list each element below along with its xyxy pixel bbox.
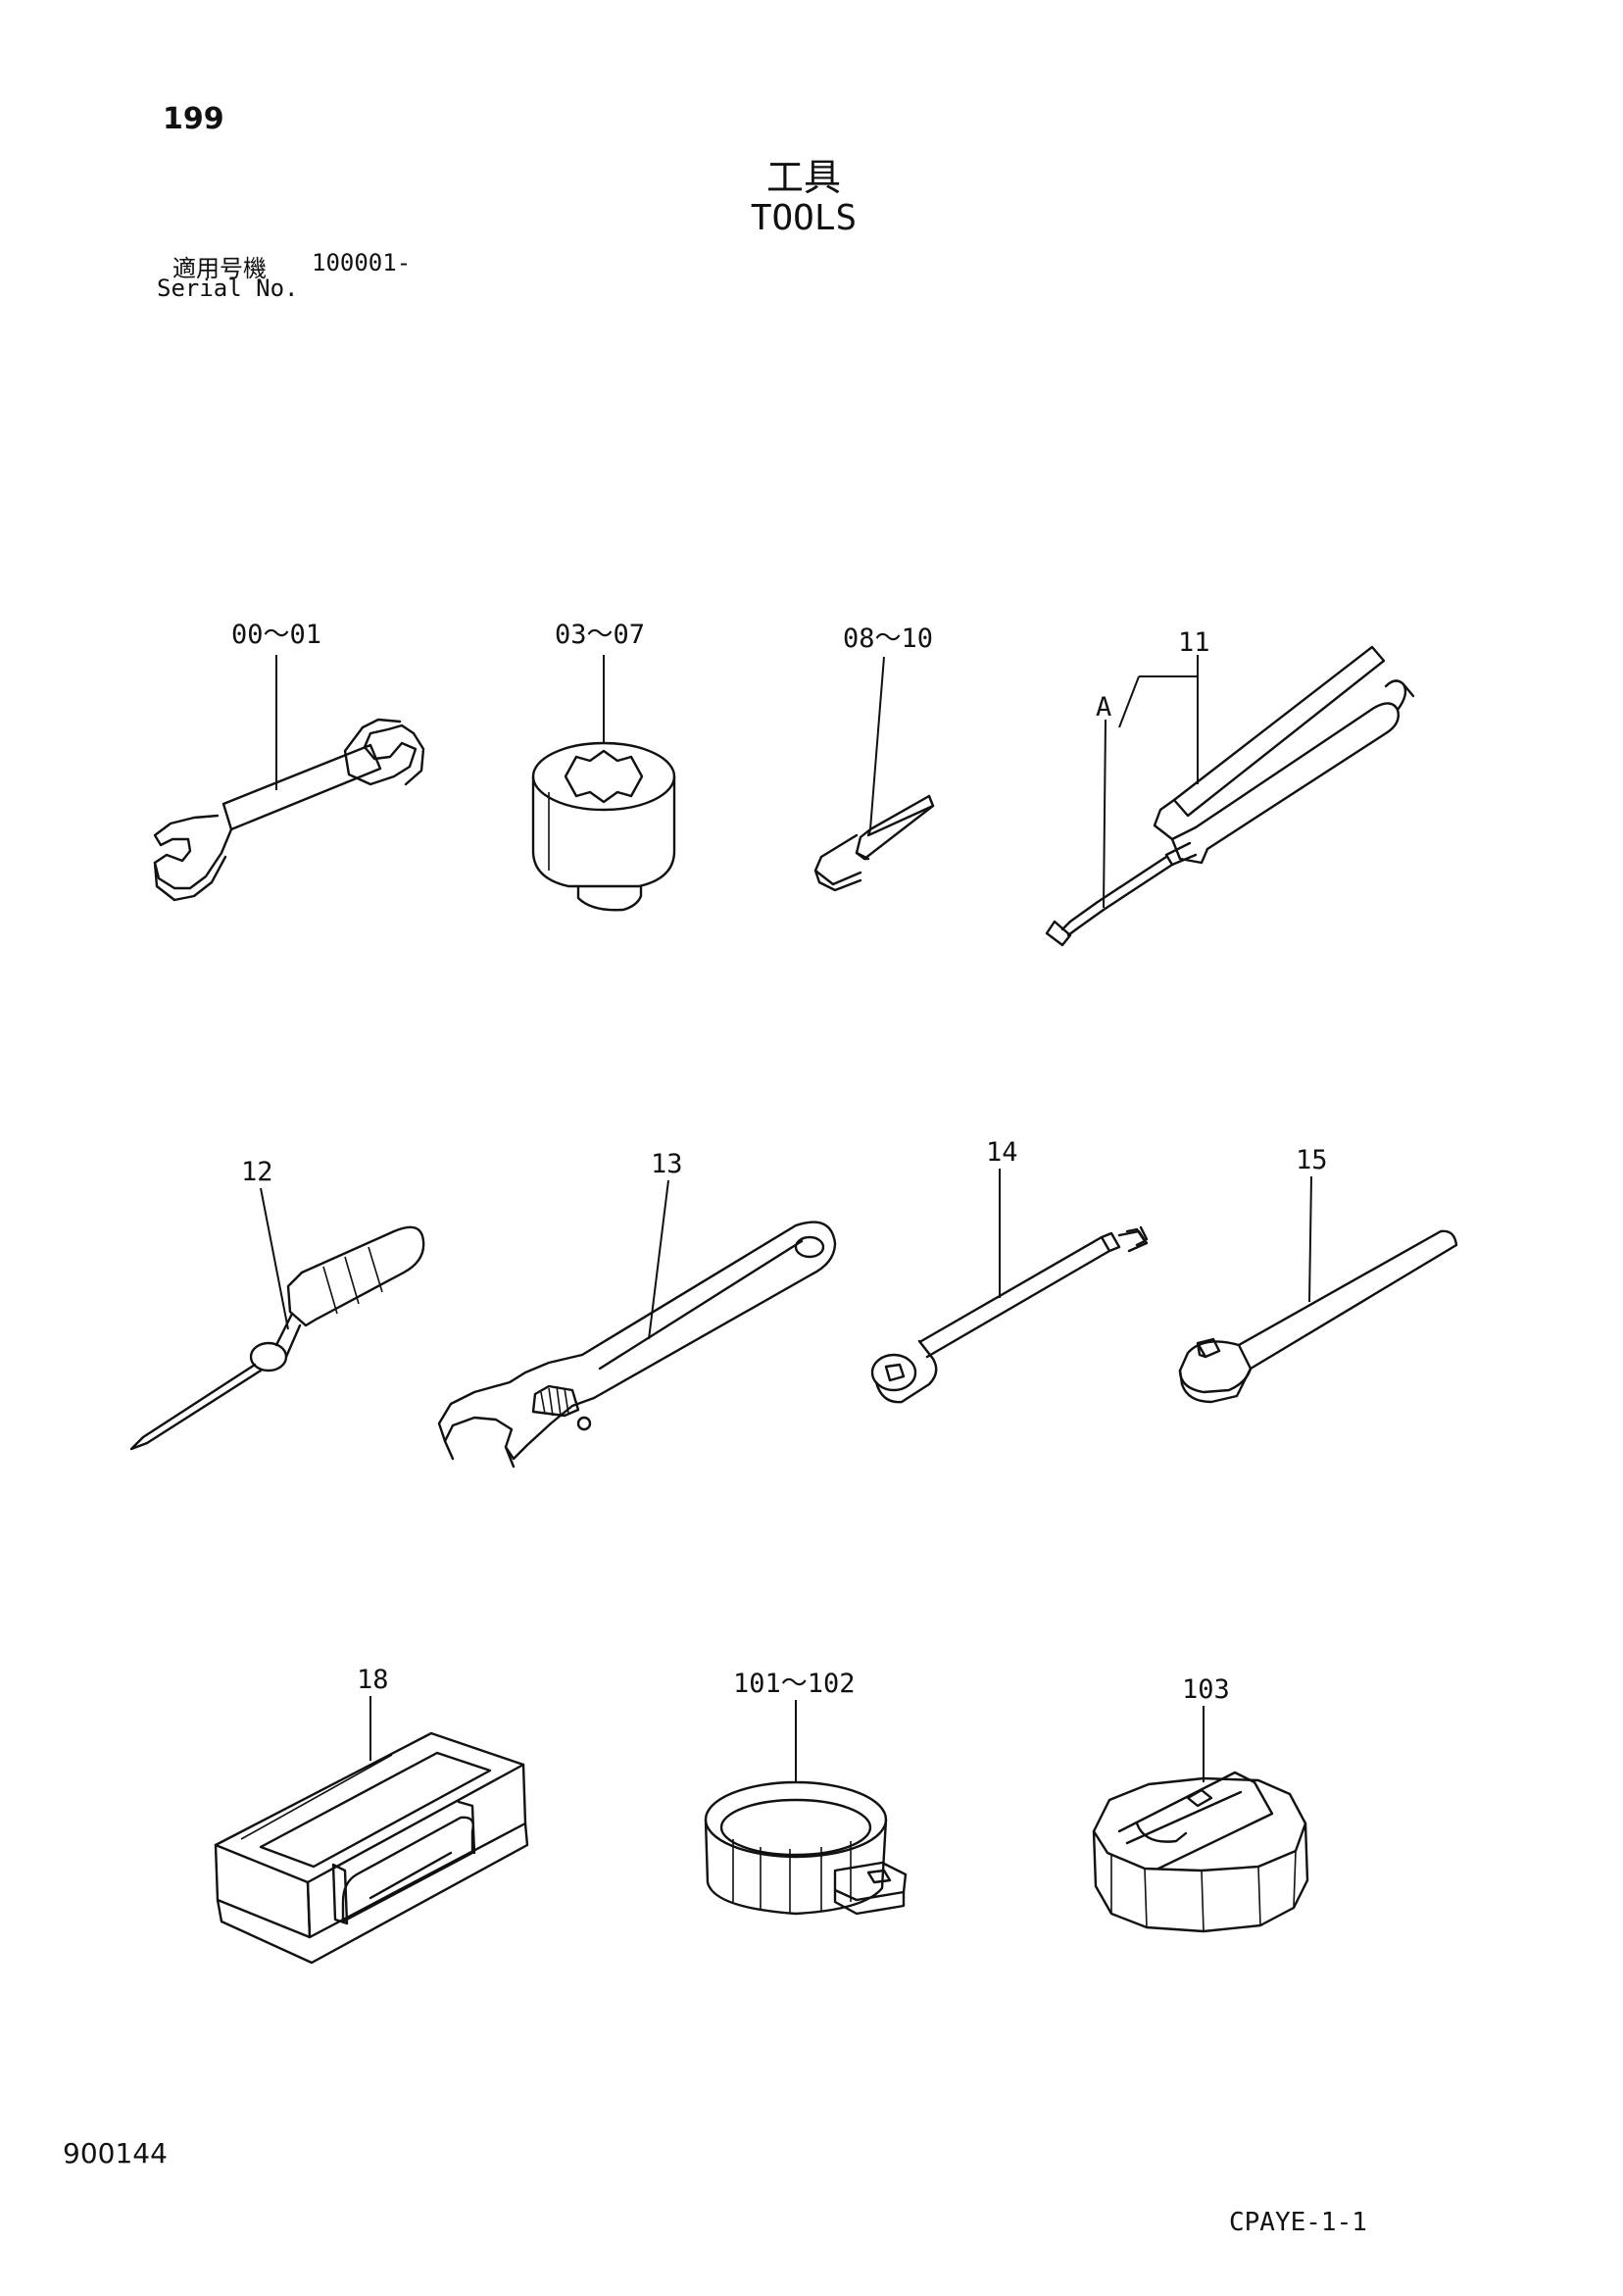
page-title: TOOLS: [750, 198, 858, 238]
leader-line: [260, 1187, 289, 1330]
callout-extension-bar: 14: [986, 1137, 1018, 1168]
leader-line: [1308, 1175, 1312, 1303]
leader-line: [1103, 719, 1107, 909]
serial-label: Serial No.: [157, 275, 299, 302]
leader-line: [869, 656, 885, 830]
serial-number-value: 100001-: [312, 249, 412, 276]
cap-wrench-drawing: [1092, 1771, 1309, 1933]
callout-filter-wrench: 101～102: [733, 1669, 856, 1699]
callout-cap-wrench: 103: [1182, 1674, 1230, 1705]
leader-line: [1118, 675, 1140, 728]
grease-gun-drawing: [1045, 645, 1415, 947]
open-end-wrench-drawing: [153, 718, 425, 902]
callout-adjustable-wrench: 13: [651, 1149, 683, 1179]
callout-hex-key: 08～10: [843, 624, 933, 654]
hex-key-drawing: [813, 794, 935, 892]
callout-tool-box: 18: [357, 1665, 389, 1695]
page-title-japanese: 工具: [765, 156, 841, 199]
adjustable-wrench-drawing: [437, 1221, 837, 1469]
serial-label-japanese: 適用号機: [172, 255, 267, 282]
callout-grease-gun: 11: [1178, 627, 1210, 658]
filter-wrench-drawing: [704, 1780, 908, 1916]
extension-bar-drawing: [870, 1225, 1149, 1404]
figure-number: 900144: [63, 2137, 168, 2170]
leader-line: [648, 1179, 669, 1340]
tool-box-drawing: [214, 1731, 529, 1965]
callout-screwdriver: 12: [241, 1157, 273, 1187]
callout-ratchet: 15: [1296, 1145, 1328, 1175]
callout-wrench: 00～01: [231, 620, 321, 650]
callout-socket: 03～07: [555, 620, 645, 650]
screwdriver-drawing: [129, 1225, 425, 1451]
ratchet-drawing: [1178, 1229, 1458, 1404]
page-number: 199: [163, 102, 224, 136]
document-code: CPAYE-1-1: [1229, 2208, 1367, 2237]
socket-drawing: [531, 741, 676, 912]
callout-grease-gun-detail: A: [1096, 692, 1111, 723]
